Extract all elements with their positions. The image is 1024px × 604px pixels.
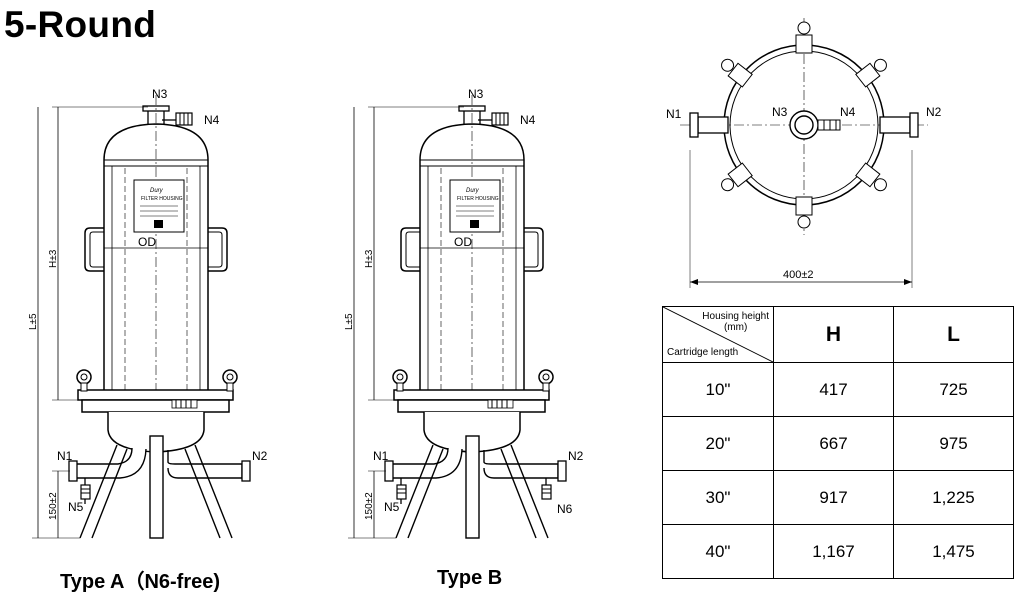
cell-h: 1,167 — [773, 524, 894, 579]
dim-l-b: L±5 — [344, 313, 355, 330]
label-n1-top: N1 — [666, 107, 682, 121]
table-row: 20" 667 975 — [662, 416, 1014, 471]
cell-l: 975 — [893, 416, 1014, 471]
label-od-a: OD — [138, 235, 156, 249]
corner-bottom-label: Cartridge length — [667, 347, 739, 358]
corner-top-line1: Housing height — [702, 311, 769, 322]
nameplate-brand-b: Dury — [466, 188, 480, 194]
table-row: 40" 1,167 1,475 — [662, 524, 1014, 579]
dim-leg-b: 150±2 — [364, 492, 375, 520]
corner-top-line2: (mm) — [723, 322, 748, 333]
cell-l: 1,225 — [893, 470, 1014, 525]
label-n5-a: N5 — [68, 500, 84, 514]
housing-type-a — [31, 94, 251, 539]
label-n3-a: N3 — [152, 87, 168, 101]
table-row: 30" 917 1,225 — [662, 470, 1014, 525]
label-od-b: OD — [454, 235, 472, 249]
label-n2-top: N2 — [926, 105, 942, 119]
housing-type-b — [347, 94, 567, 539]
label-n5-b: N5 — [384, 500, 400, 514]
page-title: 5-Round — [4, 4, 157, 45]
caption-type-a: Type A（N6-free) — [60, 571, 221, 593]
dimension-table: Housing height (mm) Cartridge length H L… — [662, 306, 1014, 579]
nameplate-heading-b: FILTER HOUSING — [457, 196, 499, 202]
dim-leg-a: 150±2 — [48, 492, 59, 520]
dim-h-a: H±3 — [48, 249, 59, 268]
nameplate-brand-a: Dury — [150, 188, 164, 194]
dim-top-width: 400±2 — [783, 269, 814, 281]
label-n1-a: N1 — [57, 449, 73, 463]
label-n2-a: N2 — [252, 449, 268, 463]
caption-type-b: Type B — [437, 567, 503, 589]
table-row: 10" 417 725 — [662, 362, 1014, 417]
corner-top-label: Housing height (mm) — [702, 311, 769, 333]
top-view — [680, 18, 928, 288]
header-h: H — [773, 306, 894, 363]
cell-length: 20" — [662, 416, 774, 471]
cell-length: 40" — [662, 524, 774, 579]
label-n2-b: N2 — [568, 449, 584, 463]
label-n4-b: N4 — [520, 113, 536, 127]
label-n4-top: N4 — [840, 105, 856, 119]
cell-length: 30" — [662, 470, 774, 525]
cell-l: 725 — [893, 362, 1014, 417]
header-l: L — [893, 306, 1014, 363]
cell-l: 1,475 — [893, 524, 1014, 579]
nameplate-heading-a: FILTER HOUSING — [141, 196, 183, 202]
label-n6-b: N6 — [557, 502, 573, 516]
table-header-row: Housing height (mm) Cartridge length H L — [662, 306, 1014, 363]
corner-diagonal — [663, 307, 773, 362]
dim-l-a: L±5 — [28, 313, 39, 330]
cell-h: 667 — [773, 416, 894, 471]
cell-h: 417 — [773, 362, 894, 417]
table-corner-cell: Housing height (mm) Cartridge length — [662, 306, 774, 363]
cell-h: 917 — [773, 470, 894, 525]
cell-length: 10" — [662, 362, 774, 417]
label-n3-b: N3 — [468, 87, 484, 101]
label-n3-top: N3 — [772, 105, 788, 119]
label-n4-a: N4 — [204, 113, 220, 127]
label-n1-b: N1 — [373, 449, 389, 463]
dim-h-b: H±3 — [364, 249, 375, 268]
